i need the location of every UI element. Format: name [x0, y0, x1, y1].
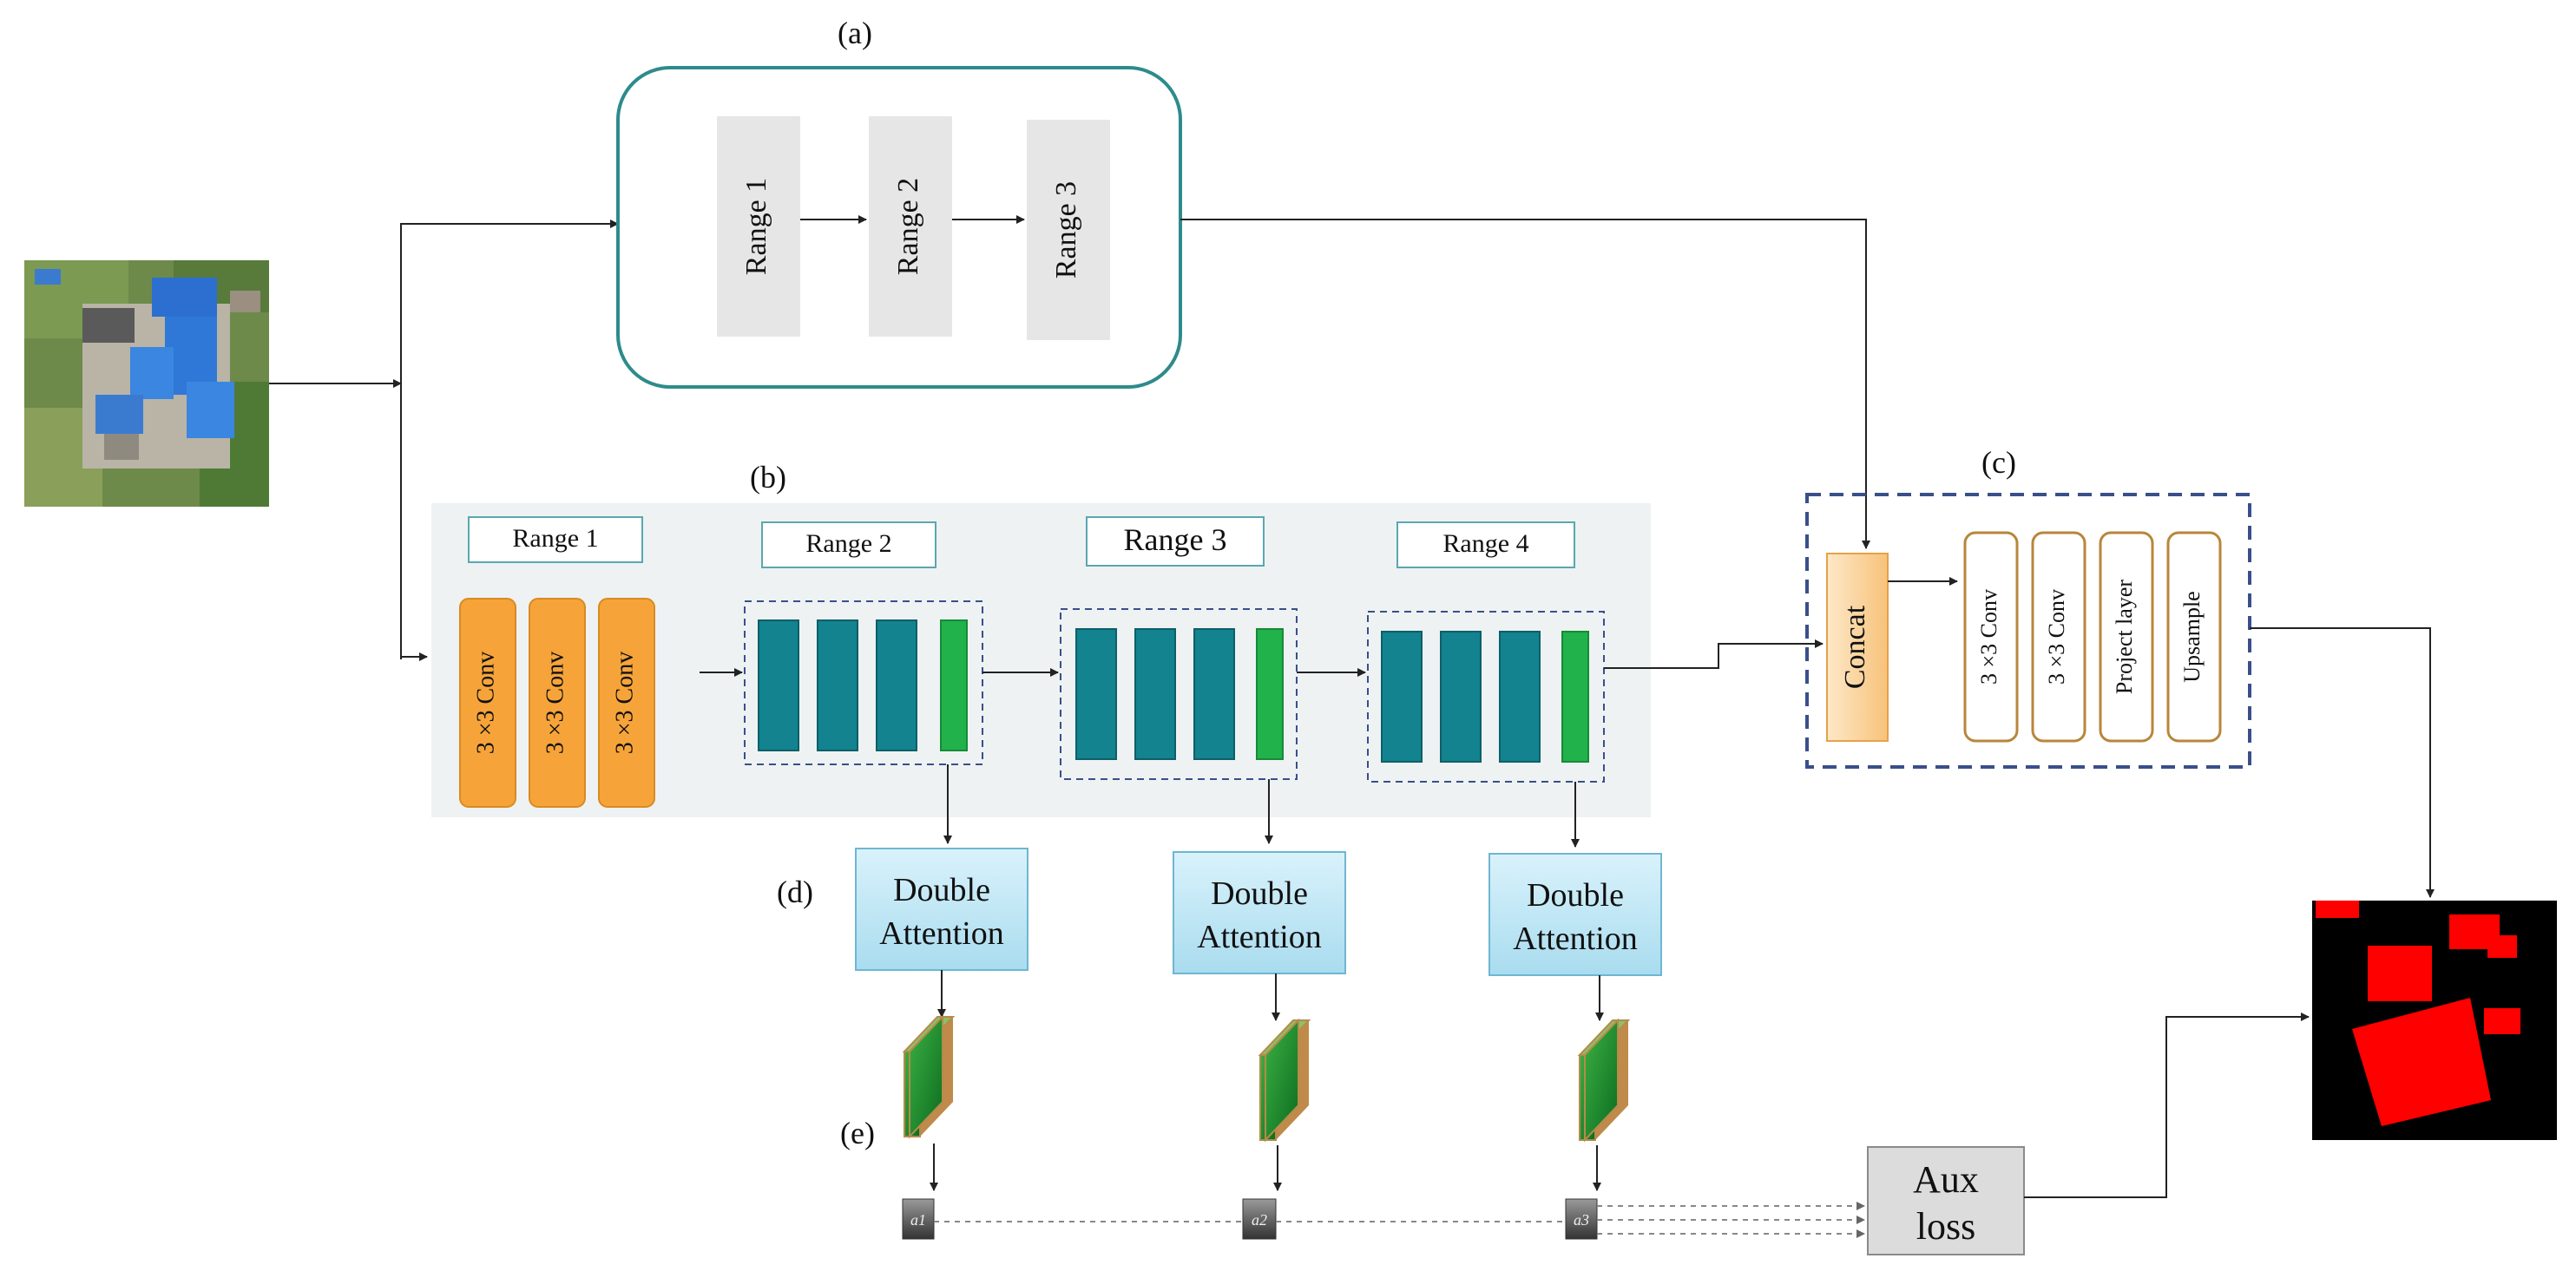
c-layer-1: 3 ×3 Conv [1963, 531, 2019, 743]
stage-1-title: Range 1 [512, 524, 598, 553]
branch-b-arrows [700, 639, 1824, 677]
svg-text:3 ×3 Conv: 3 ×3 Conv [542, 652, 568, 754]
branch-a-range-2: Range 2 [869, 116, 952, 337]
stage-3-title: Range 3 [1124, 522, 1227, 557]
aux-loss-block: Aux loss [1867, 1146, 2025, 1255]
conv-block-2: 3 ×3 Conv [529, 598, 586, 808]
aux-output-1 [902, 1198, 935, 1240]
c-layer-4: Upsample [2166, 531, 2222, 743]
stage-3-title-box [1086, 516, 1265, 567]
c-layer-3: Project layer [2099, 531, 2154, 743]
branch-a-range-1: Range 1 [717, 116, 800, 337]
branch-a-range-2-label: Range 2 [892, 178, 924, 275]
branch-a-range-3: Range 3 [1027, 120, 1110, 340]
c-layer-2: 3 ×3 Conv [2031, 531, 2086, 743]
attention-branch-1: Double Attention a1 [855, 764, 1028, 1240]
branch-a-range-1-label: Range 1 [740, 178, 772, 275]
label-b: (b) [750, 460, 786, 495]
svg-text:a2: a2 [1252, 1211, 1267, 1229]
double-attention-block-2 [1173, 851, 1346, 974]
svg-text:Double: Double [1527, 877, 1624, 914]
output-segmentation-mask [2312, 901, 2557, 1140]
stage-1-title-box [468, 516, 643, 563]
aux-connectors [934, 1202, 1865, 1238]
stage-2-dashed-group [744, 600, 983, 765]
attention-branch-3: Double Attention a3 [1488, 782, 1662, 1240]
feature-map-3 [1577, 1018, 1631, 1143]
aux-loss-arrow [2024, 1013, 2310, 1198]
branch-c-dashed-frame [1805, 493, 2251, 769]
svg-text:Attention: Attention [1197, 919, 1322, 955]
stage-4-title: Range 4 [1442, 529, 1528, 558]
attention-branch-2: Double Attention a2 [1173, 779, 1346, 1240]
branch-a-range-3-label: Range 3 [1050, 181, 1082, 279]
feature-map-2 [1258, 1018, 1311, 1143]
svg-text:a3: a3 [1574, 1211, 1589, 1229]
stage-range-4: Range 4 [1367, 521, 1605, 783]
stage-range-2: Range 2 [744, 521, 983, 765]
stage-range-1: Range 1 3 ×3 Conv 3 ×3 Conv 3 ×3 Conv [459, 516, 655, 808]
stage-4-title-box [1396, 521, 1575, 568]
svg-text:a1: a1 [910, 1211, 926, 1229]
conv-block-1: 3 ×3 Conv [459, 598, 516, 808]
svg-text:Project layer: Project layer [2112, 580, 2137, 694]
aux-loss-line-2: loss [1916, 1205, 1975, 1248]
svg-text:Attention: Attention [1513, 921, 1638, 957]
svg-text:Upsample: Upsample [2179, 591, 2205, 682]
branch-a-arrows [800, 215, 1870, 549]
svg-text:3 ×3 Conv: 3 ×3 Conv [472, 652, 499, 754]
feature-map-1 [902, 1014, 956, 1139]
label-e: (e) [840, 1116, 875, 1150]
aux-output-2 [1242, 1198, 1277, 1240]
label-c: (c) [1981, 445, 2016, 480]
svg-text:3 ×3 Conv: 3 ×3 Conv [611, 652, 638, 754]
svg-text:3 ×3 Conv: 3 ×3 Conv [1976, 589, 2001, 685]
svg-text:3 ×3 Conv: 3 ×3 Conv [2044, 589, 2069, 685]
input-aerial-image [24, 260, 269, 507]
label-a: (a) [838, 16, 872, 50]
svg-text:Double: Double [893, 872, 990, 908]
stage-4-dashed-group [1367, 611, 1605, 783]
aux-loss-line-1: Aux [1913, 1158, 1979, 1201]
concat-label: Concat [1839, 605, 1871, 689]
c-output-arrow [2250, 627, 2435, 898]
aux-output-3 [1565, 1198, 1598, 1240]
double-attention-block-3 [1488, 853, 1662, 976]
svg-text:Attention: Attention [879, 915, 1004, 952]
double-attention-block-1 [855, 848, 1028, 971]
svg-text:Double: Double [1211, 875, 1308, 912]
stage-range-3: Range 3 [1060, 516, 1298, 780]
conv-block-3: 3 ×3 Conv [598, 598, 655, 808]
stage-3-dashed-group [1060, 608, 1298, 780]
stage-2-title-box [761, 521, 936, 568]
concat-block: Concat [1826, 553, 1889, 742]
stage-2-title: Range 2 [805, 529, 891, 558]
input-connectors [269, 220, 619, 661]
label-d: (d) [777, 875, 813, 909]
